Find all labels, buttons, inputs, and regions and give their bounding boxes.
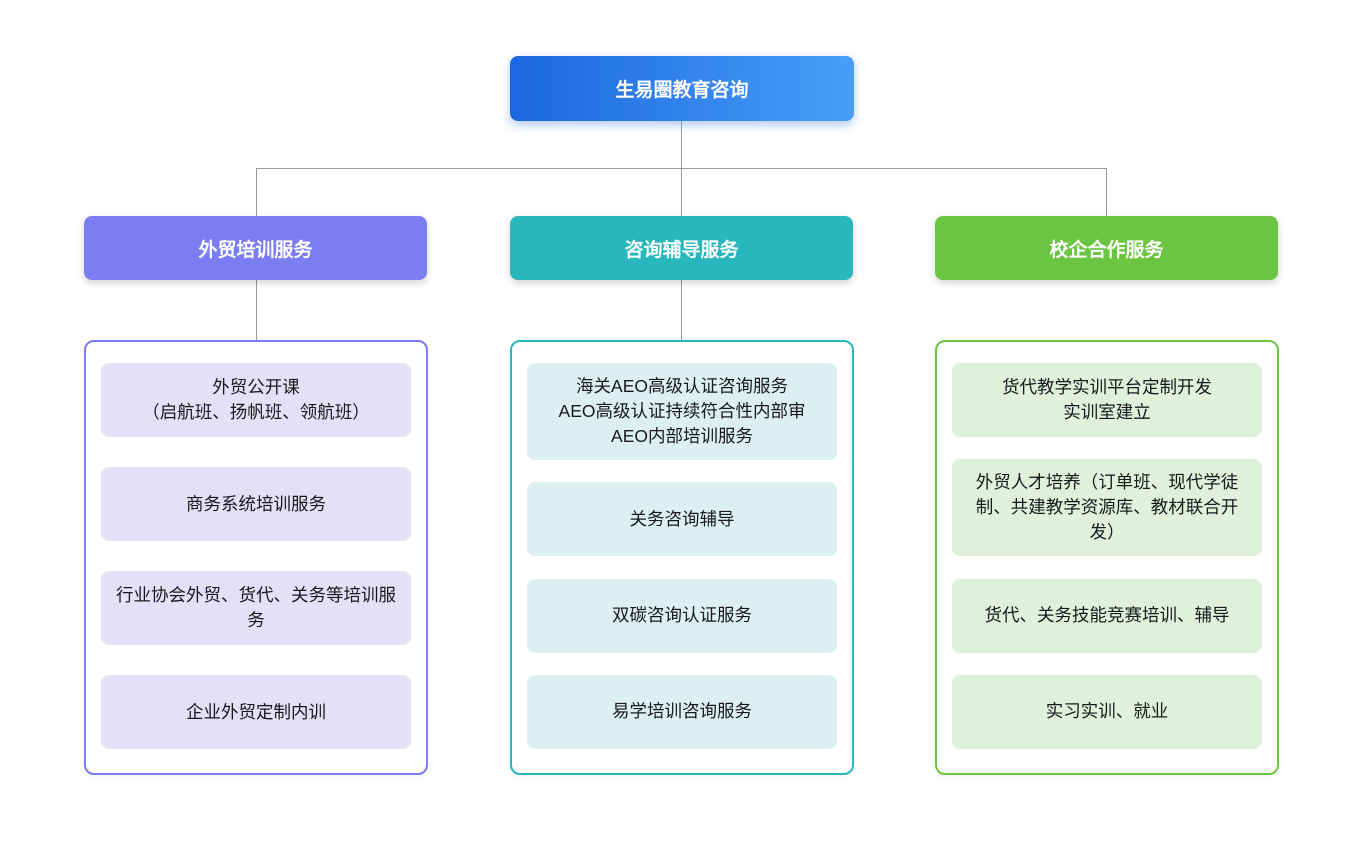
leaf-node-label: 关务咨询辅导 <box>629 508 735 529</box>
leaf-node-label: 行业协会外贸、货代、关务等培训服务 <box>116 585 396 630</box>
leaf-node-label: 货代、关务技能竞赛培训、辅导 <box>984 605 1230 626</box>
leaf-node: 货代教学实训平台定制开发 实训室建立 <box>952 363 1262 437</box>
leaf-node-label: 商务系统培训服务 <box>186 493 326 514</box>
leaf-node-label: 实习实训、就业 <box>1045 701 1169 722</box>
branch-header-consulting-coaching: 咨询辅导服务 <box>510 216 853 280</box>
leaf-node-label: 货代教学实训平台定制开发 实训室建立 <box>1002 377 1212 422</box>
leaf-node: 商务系统培训服务 <box>101 467 411 541</box>
connector-branch-1-stem <box>256 280 257 340</box>
leaf-node: 海关AEO高级认证咨询服务 AEO高级认证持续符合性内部审 AEO内部培训服务 <box>527 363 837 460</box>
leaf-node: 双碳咨询认证服务 <box>527 578 837 653</box>
leaf-node: 企业外贸定制内训 <box>101 675 411 749</box>
branch-header-label: 咨询辅导服务 <box>624 239 739 261</box>
leaf-node: 易学培训咨询服务 <box>527 674 837 749</box>
connector-drop-branch-2 <box>681 168 682 216</box>
leaf-node-label: 外贸人才培养（订单班、现代学徒制、共建教学资源库、教材联合开发） <box>975 472 1239 543</box>
leaf-node-label: 外贸公开课 （启航班、扬帆班、领航班） <box>142 377 370 422</box>
connector-branch-2-stem <box>681 280 682 340</box>
root-node: 生易圈教育咨询 <box>510 56 854 121</box>
leaf-node: 货代、关务技能竞赛培训、辅导 <box>952 578 1262 653</box>
leaf-node: 外贸人才培养（订单班、现代学徒制、共建教学资源库、教材联合开发） <box>952 459 1262 557</box>
branch-header-label: 校企合作服务 <box>1049 239 1164 261</box>
root-node-label: 生易圈教育咨询 <box>615 80 749 101</box>
leaf-node-label: 海关AEO高级认证咨询服务 AEO高级认证持续符合性内部审 AEO内部培训服务 <box>558 376 806 446</box>
branch-header-school-enterprise: 校企合作服务 <box>935 216 1278 280</box>
connector-drop-branch-1 <box>256 168 257 216</box>
connector-drop-branch-3 <box>1106 168 1107 216</box>
leaf-node: 关务咨询辅导 <box>527 482 837 557</box>
connector-root-stem <box>681 121 682 168</box>
leaf-node: 实习实训、就业 <box>952 674 1262 749</box>
leaf-node-label: 易学培训咨询服务 <box>612 701 752 722</box>
leaf-node-label: 双碳咨询认证服务 <box>612 605 752 626</box>
branch-header-label: 外贸培训服务 <box>198 239 313 261</box>
leaf-node-label: 企业外贸定制内训 <box>186 701 326 722</box>
leaf-node: 外贸公开课 （启航班、扬帆班、领航班） <box>101 363 411 437</box>
leaf-node: 行业协会外贸、货代、关务等培训服务 <box>101 571 411 645</box>
branch-header-foreign-trade-training: 外贸培训服务 <box>84 216 427 280</box>
branch-group-school-enterprise: 货代教学实训平台定制开发 实训室建立 外贸人才培养（订单班、现代学徒制、共建教学… <box>935 340 1279 775</box>
branch-group-consulting-coaching: 海关AEO高级认证咨询服务 AEO高级认证持续符合性内部审 AEO内部培训服务 … <box>510 340 854 775</box>
branch-group-foreign-trade-training: 外贸公开课 （启航班、扬帆班、领航班） 商务系统培训服务 行业协会外贸、货代、关… <box>84 340 428 775</box>
